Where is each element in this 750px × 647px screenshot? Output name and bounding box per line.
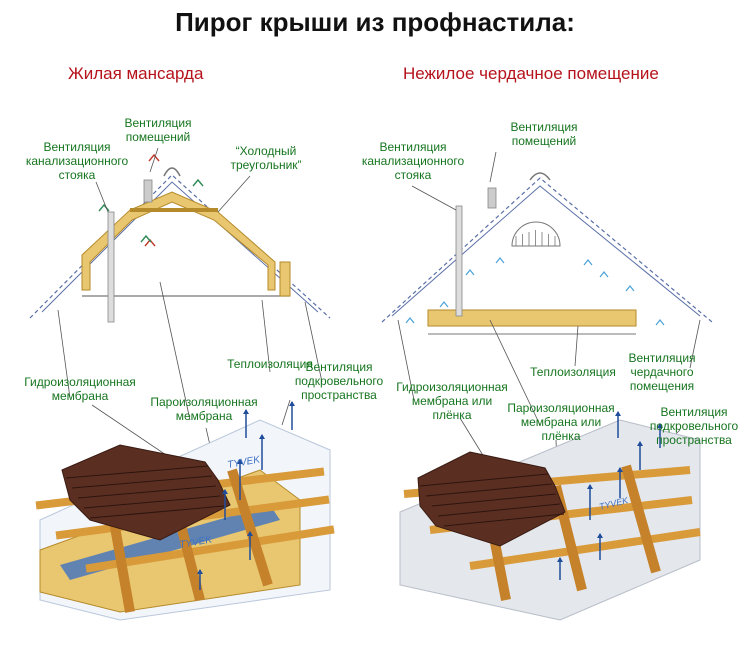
- left-air-arrow-head: [247, 531, 253, 536]
- left-air-arrow-head: [289, 401, 295, 406]
- left-leader-room: [149, 147, 159, 173]
- left-vent-pipe: [143, 179, 153, 203]
- right-tile-row: [437, 503, 561, 517]
- right-air-arrow-up-head: [617, 467, 623, 472]
- left-ridge-vent: [163, 167, 181, 177]
- right-air-arrow: [625, 285, 635, 292]
- left-insulation-envelope: [81, 191, 276, 291]
- left-label-room-vent: Вентиляция помещений: [124, 116, 192, 144]
- right-leader-sewer: [411, 185, 457, 211]
- right-leader-vapor-a: [489, 319, 541, 426]
- right-air-arrow: [439, 301, 449, 308]
- right-dormer-vent: [511, 221, 561, 247]
- right-leader-room: [489, 151, 497, 183]
- left-label-waterproof-membrane: Гидроизоляционная мембрана: [24, 375, 136, 403]
- right-air-arrow-up-head: [557, 557, 563, 562]
- left-knee-wall: [279, 261, 291, 297]
- right-tile-row: [425, 483, 553, 497]
- left-tile-row: [89, 505, 225, 519]
- right-tile-row: [443, 513, 565, 527]
- right-air-arrow: [495, 257, 505, 264]
- left-tile-row: [77, 485, 217, 499]
- left-vent-arrow: [140, 234, 152, 243]
- left-leader-vapor-a: [159, 281, 191, 421]
- left-label-cold-triangle: “Холодный треугольник”: [230, 144, 302, 172]
- left-air-arrow-head: [197, 569, 203, 574]
- left-vent-arrow: [148, 153, 160, 162]
- right-air-arrow: [583, 259, 593, 266]
- right-batten: [469, 528, 701, 570]
- left-air-arrow-head: [259, 434, 265, 439]
- left-batten: [85, 525, 335, 573]
- left-tile-row: [65, 465, 209, 479]
- left-rafter: [227, 468, 273, 587]
- right-label-attic-vent: Вентиляция чердачного помещения: [628, 351, 696, 393]
- right-air-arrow-up-head: [587, 484, 593, 489]
- right-label-waterproof-membrane: Гидроизоляционная мембрана или плёнка: [396, 380, 508, 422]
- left-roof-outline: [29, 174, 331, 319]
- left-air-arrow-head: [243, 409, 249, 414]
- left-air-arrow-head: [222, 489, 228, 494]
- right-air-arrow-up-head: [657, 423, 663, 428]
- right-label-room-vent: Вентиляция помещений: [510, 120, 578, 148]
- left-label-insulation: Теплоизоляция: [227, 357, 313, 371]
- right-label-vapor-membrane: Пароизоляционная мембрана или плёнка: [507, 401, 615, 443]
- right-roof-inner: [391, 185, 701, 317]
- left-air-arrow-head: [237, 459, 243, 464]
- left-label-underroof-vent: Вентиляция подкровельного пространства: [294, 360, 384, 402]
- right-sewer-pipe: [455, 205, 463, 317]
- right-air-arrow-up-head: [615, 411, 621, 416]
- right-leader-attic: [689, 319, 701, 369]
- left-sewer-pipe: [107, 211, 115, 323]
- left-label-vapor-membrane: Пароизоляционная мембрана: [150, 395, 258, 423]
- right-label-insulation: Теплоизоляция: [530, 365, 616, 379]
- left-leader-insulation: [261, 299, 271, 373]
- left-label-sewer-vent: Вентиляция канализационного стояка: [25, 140, 129, 182]
- right-subtitle: Нежилое чердачное помещение: [403, 64, 659, 83]
- left-tile-row: [83, 495, 221, 509]
- right-air-arrow: [655, 319, 665, 326]
- right-ceiling-insulation: [427, 309, 637, 327]
- right-ridge-vent: [529, 172, 551, 181]
- right-roof-outline: [381, 177, 713, 323]
- right-tile-row: [419, 473, 549, 487]
- right-label-underroof-vent: Вентиляция подкровельного пространства: [649, 405, 739, 447]
- right-label-sewer-vent: Вентиляция канализационного стояка: [361, 140, 465, 182]
- right-air-arrow: [405, 317, 415, 324]
- left-vent-arrow: [98, 203, 110, 212]
- left-leader-cold: [217, 175, 251, 213]
- right-air-arrow-up-head: [597, 533, 603, 538]
- right-air-arrow: [465, 269, 475, 276]
- left-leader-sewer: [95, 181, 109, 213]
- left-vent-arrow: [192, 178, 204, 187]
- left-leader-underroof-b: [281, 399, 291, 426]
- left-tile-row: [71, 475, 213, 489]
- right-tile-row: [431, 493, 557, 507]
- right-air-arrow: [599, 271, 609, 278]
- page-title: Пирог крыши из профнастила:: [175, 7, 575, 37]
- right-leader-waterproof-a: [397, 319, 415, 401]
- left-leader-waterproof-a: [57, 309, 71, 399]
- right-vent-pipe: [487, 187, 497, 209]
- right-leader-insulation: [574, 325, 579, 367]
- left-subtitle: Жилая мансарда: [68, 64, 204, 83]
- left-leader-underroof-a: [304, 301, 323, 383]
- right-air-arrow-up-head: [637, 441, 643, 446]
- right-rafter: [621, 464, 661, 574]
